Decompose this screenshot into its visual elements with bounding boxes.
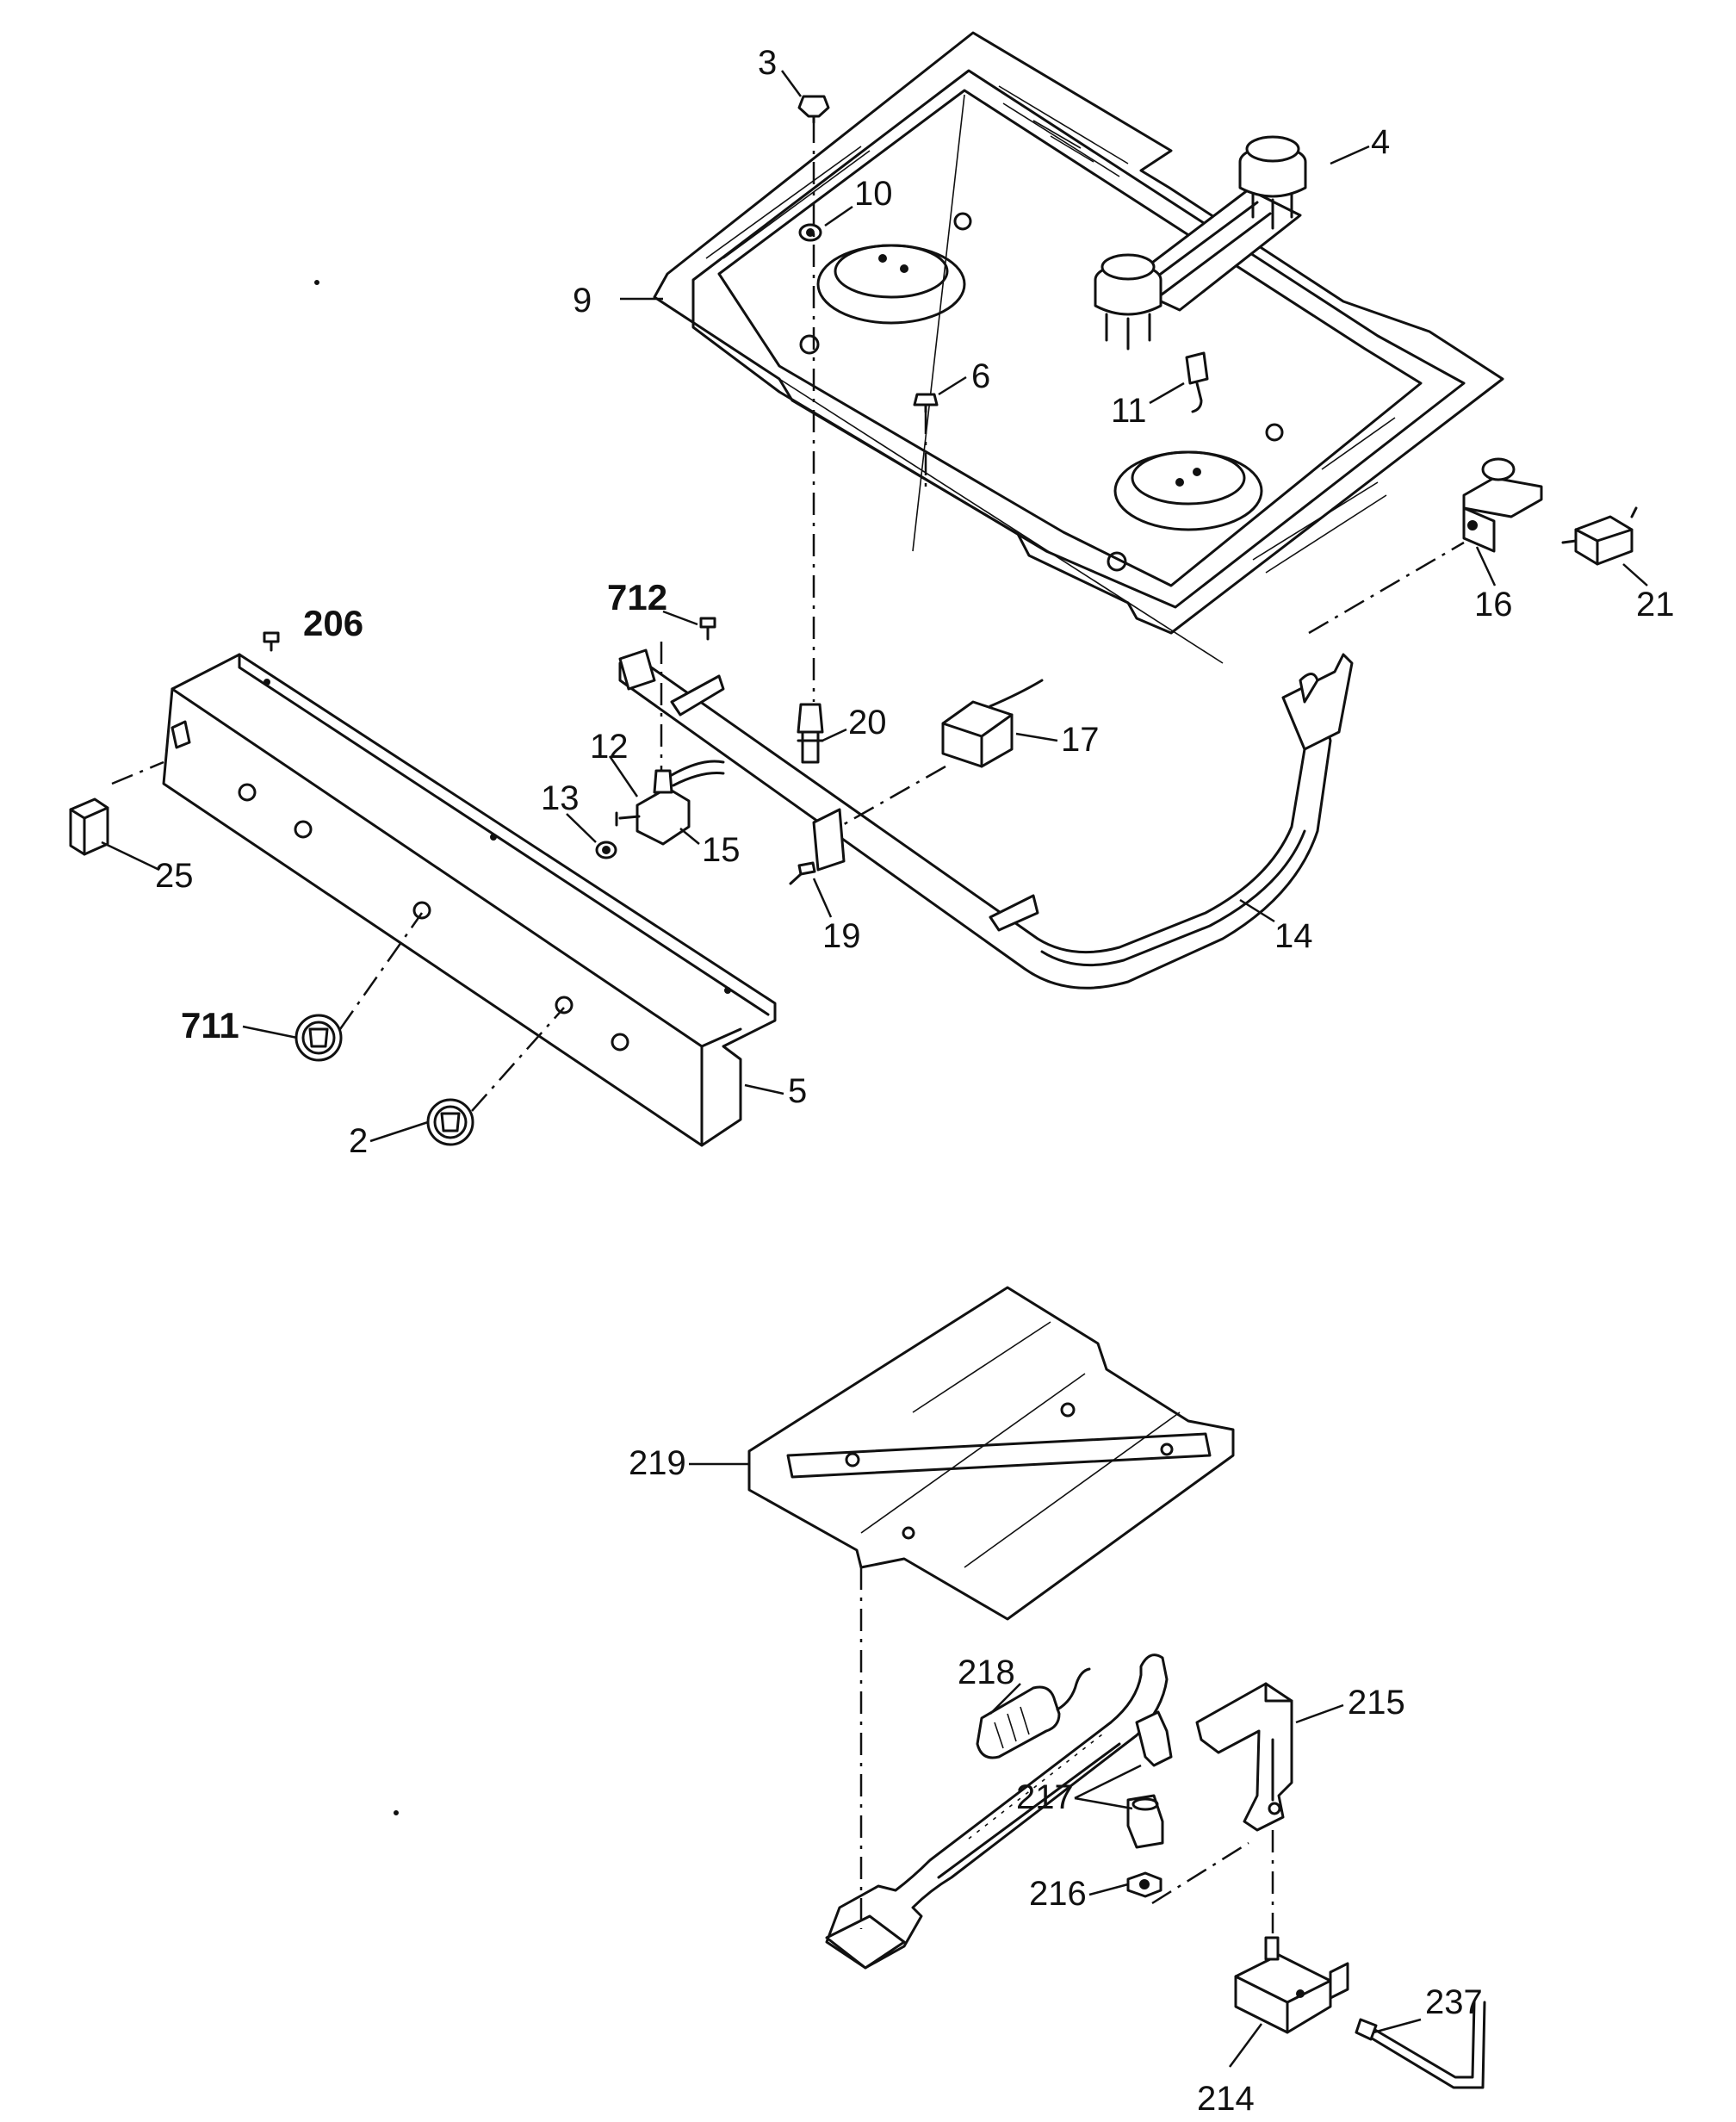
callout-218: 218 xyxy=(958,1654,1015,1691)
control-panel-part-5 xyxy=(162,653,777,1147)
callout-712: 712 xyxy=(607,577,667,617)
assembly-center-lines xyxy=(111,121,1465,1933)
callout-216: 216 xyxy=(1029,1875,1087,1913)
callout-219: 219 xyxy=(629,1444,686,1482)
switch-part-21 xyxy=(1561,506,1638,566)
callout-9: 9 xyxy=(573,282,592,320)
valve-part-214 xyxy=(1234,1936,1349,2034)
callout-14: 14 xyxy=(1274,917,1313,955)
callout-15: 15 xyxy=(702,831,741,869)
igniter-part-218 xyxy=(976,1667,1091,1759)
leader-lines xyxy=(101,70,1648,2068)
valve-part-15 xyxy=(615,760,725,846)
switch-part-17 xyxy=(941,679,1044,768)
knob-part-2 xyxy=(426,1098,474,1146)
callout-16: 16 xyxy=(1474,586,1513,624)
callout-20: 20 xyxy=(848,704,887,741)
callout-6: 6 xyxy=(971,357,990,395)
orifice-part-20 xyxy=(797,703,824,764)
valve-part-16 xyxy=(1462,457,1543,553)
scan-speck xyxy=(314,280,319,285)
callout-215: 215 xyxy=(1348,1684,1405,1722)
screw-part-206 xyxy=(263,631,280,652)
orifice-holder-part-217 xyxy=(1126,1794,1164,1849)
nut-part-13 xyxy=(595,841,617,859)
callout-11: 11 xyxy=(1111,392,1147,430)
tube-part-237 xyxy=(1355,2001,1486,2089)
callout-labels: 3 4 10 9 6 11 16 21 712 206 20 17 12 13 … xyxy=(155,44,1675,2118)
callout-17: 17 xyxy=(1061,721,1100,759)
nut-part-10 xyxy=(798,223,822,242)
bake-burner-tube xyxy=(825,1654,1173,1970)
scan-speck xyxy=(394,1810,399,1815)
callout-214: 214 xyxy=(1197,2080,1255,2118)
callout-10: 10 xyxy=(854,175,893,213)
manifold-tube-part-14 xyxy=(618,648,1354,990)
screw-part-3 xyxy=(797,95,830,124)
callout-19: 19 xyxy=(822,917,861,955)
clip-part-11 xyxy=(1185,351,1209,413)
screw-part-712 xyxy=(699,617,716,641)
callout-21: 21 xyxy=(1636,586,1675,624)
bracket-part-215 xyxy=(1195,1682,1293,1832)
screw-part-6 xyxy=(913,393,939,413)
callout-12: 12 xyxy=(590,728,629,766)
callout-4: 4 xyxy=(1371,123,1390,161)
callout-217: 217 xyxy=(1016,1778,1074,1816)
surface-valve-assembly-part-4 xyxy=(1094,135,1307,351)
callout-206: 206 xyxy=(303,603,363,643)
callout-5: 5 xyxy=(788,1072,807,1110)
callout-13: 13 xyxy=(541,779,580,817)
burner-box-tray xyxy=(653,31,1504,664)
callout-25: 25 xyxy=(155,857,194,895)
callout-3: 3 xyxy=(758,44,777,82)
screw-part-19 xyxy=(789,861,816,885)
switch-part-25 xyxy=(69,797,109,856)
knob-part-711 xyxy=(294,1014,343,1062)
callout-237: 237 xyxy=(1425,1983,1483,2021)
baffle-part-219 xyxy=(747,1286,1235,1621)
nut-part-216 xyxy=(1126,1871,1162,1898)
callout-711: 711 xyxy=(181,1005,239,1045)
callout-2: 2 xyxy=(349,1122,368,1160)
